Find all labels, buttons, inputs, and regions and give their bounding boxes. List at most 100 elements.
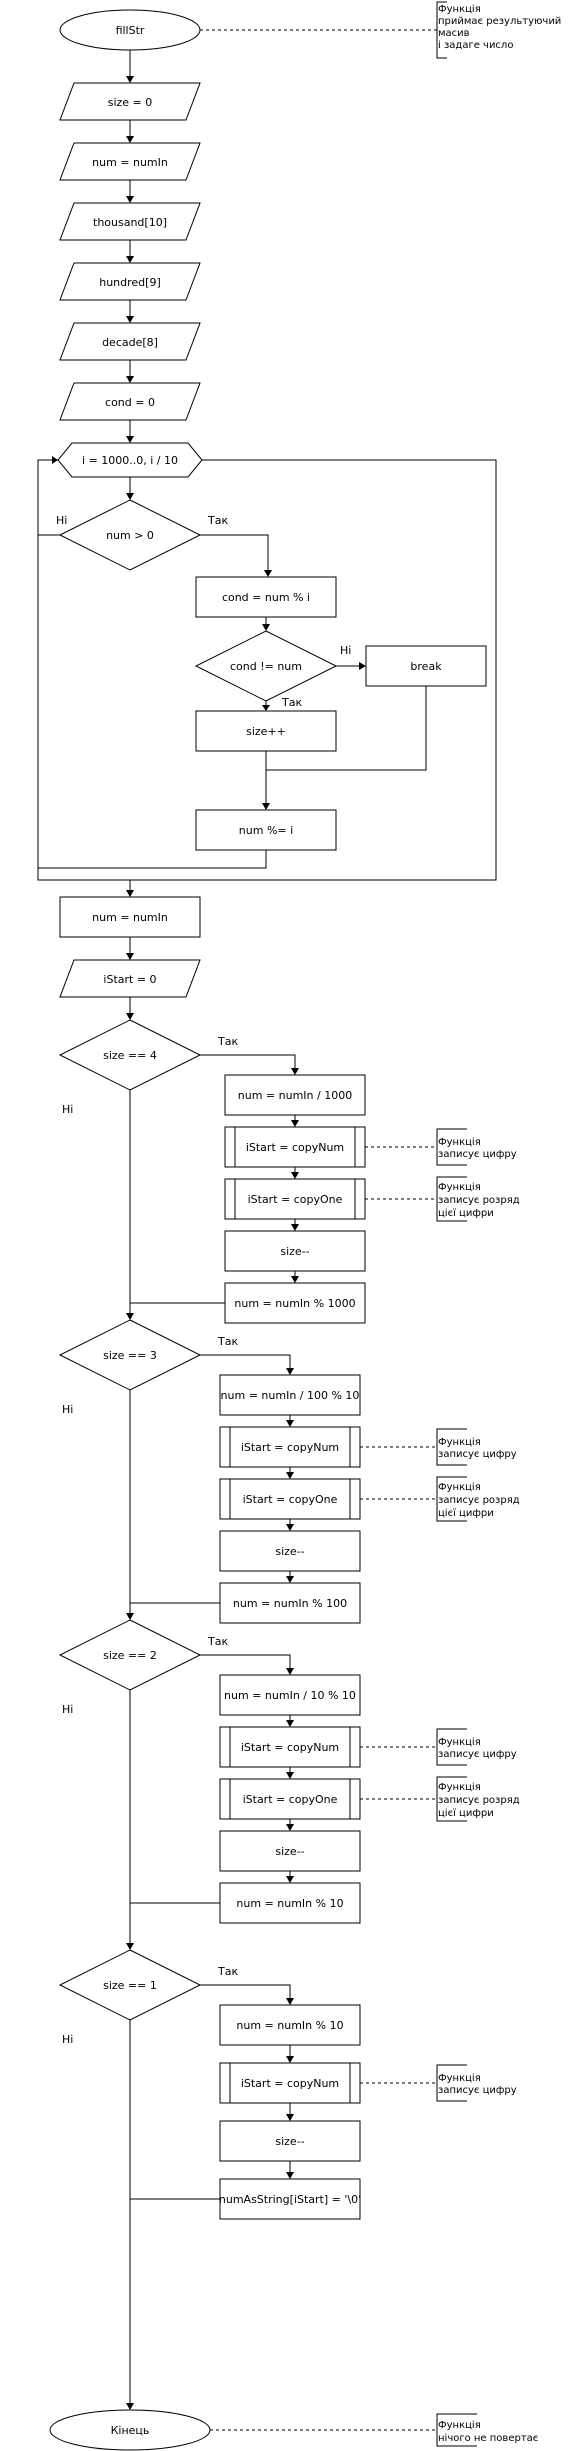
stmt-num-div-100 [219, 1374, 361, 1416]
call-copyone-4[interactable] [224, 1178, 366, 1220]
end-label: Кінець [111, 2424, 150, 2437]
call-copyone-3[interactable] [219, 1478, 361, 1520]
diagram-text: Так [207, 1635, 228, 1648]
arrowhead [286, 1998, 294, 2005]
init-cond [59, 382, 201, 421]
init-num [59, 142, 201, 181]
arrowhead [286, 1668, 294, 1675]
diagram-text: numAsString[iStart] = '\0' [219, 2193, 361, 2206]
stmt-break [365, 645, 487, 687]
diagram-text: num = numIn / 100 % 10 [221, 1389, 360, 1402]
diagram-text: приймає результуючий [438, 16, 561, 27]
diagram-text: записує цифру [438, 1149, 517, 1160]
arrowhead [126, 2403, 134, 2410]
copynum-comment-3: Функція записує цифру [436, 1428, 517, 1466]
call-copynum-2[interactable] [219, 1726, 361, 1768]
diagram-text: size-- [275, 1545, 304, 1558]
arrowhead [286, 2056, 294, 2063]
connector [436, 1428, 467, 1466]
stmt-num-div-1000 [224, 1074, 366, 1116]
init-hundred [59, 262, 201, 301]
call-copynum-3[interactable] [219, 1426, 361, 1468]
arrowhead [291, 1224, 299, 1231]
arrowhead [126, 76, 134, 83]
arrowhead [286, 1876, 294, 1883]
connector [436, 1, 447, 59]
connector [436, 1128, 467, 1166]
copyone-comment-4: Функція записує розряд цієї цифри [436, 1176, 520, 1222]
diagram-text: iStart = copyNum [241, 2077, 339, 2090]
connector [38, 850, 267, 869]
connector [200, 1984, 291, 1998]
diagram-text: num = numIn [92, 156, 168, 169]
stmt-size-dec-2 [219, 1830, 361, 1872]
copyone-comment-3: Функція записує розряд цієї цифри [436, 1476, 520, 1522]
diagram-text: cond = 0 [105, 396, 155, 409]
diagram-text: iStart = 0 [103, 973, 156, 986]
arrowhead [126, 436, 134, 443]
diagram-text: num = numIn % 1000 [234, 1297, 355, 1310]
diagram-text: num = numIn / 10 % 10 [224, 1689, 356, 1702]
diagram-text: size-- [275, 1845, 304, 1858]
arrowhead [286, 1576, 294, 1583]
call-copyone-2[interactable] [219, 1778, 361, 1820]
connector [436, 1176, 467, 1222]
diagram-text: num = numIn / 1000 [238, 1089, 352, 1102]
diagram-text: size == 1 [103, 1979, 157, 1992]
connector [436, 2413, 477, 2447]
call-copynum-4[interactable] [224, 1126, 366, 1168]
diagram-text: break [410, 660, 442, 673]
diagram-text: Функція [438, 2072, 481, 2084]
diagram-text: size++ [246, 725, 286, 738]
diagram-text: size == 4 [103, 1049, 157, 1062]
diagram-text: Ні [62, 2033, 73, 2046]
stmt-size-dec-3 [219, 1530, 361, 1572]
arrowhead [126, 1313, 134, 1320]
arrowhead [52, 456, 58, 464]
diagram-text: записує розряд [438, 1195, 520, 1206]
copynum-comment-2: Функція записує цифру [436, 1728, 517, 1766]
diagram-text: Функція [438, 1481, 481, 1493]
connector [129, 460, 497, 890]
init-decade [59, 322, 201, 361]
arrowhead [286, 2114, 294, 2121]
diagram-text: Функція [438, 1136, 481, 1148]
diagram-text: size-- [275, 2135, 304, 2148]
arrowhead [286, 1772, 294, 1779]
diagram-text: iStart = copyNum [241, 1441, 339, 1454]
diagram-text: num = numIn % 10 [236, 2019, 343, 2032]
stmt-size-dec-4 [224, 1230, 366, 1272]
diagram-text: Функція [438, 3, 481, 15]
start-label: fillStr [116, 24, 145, 37]
arrowhead [126, 256, 134, 263]
arrowhead [291, 1068, 299, 1075]
diagram-text: size = 0 [108, 96, 153, 109]
arrowhead [126, 890, 134, 897]
diagram-text: num = numIn % 10 [236, 1897, 343, 1910]
diagram-text: масив [438, 28, 470, 39]
arrowhead [286, 1368, 294, 1375]
diagram-text: Так [217, 1335, 238, 1348]
diagram-text: Ні [340, 644, 351, 657]
diagram-text: Так [217, 1965, 238, 1978]
diagram-text: цієї цифри [438, 1807, 494, 1819]
arrowhead [126, 136, 134, 143]
diagram-text: hundred[9] [99, 276, 161, 289]
arrowhead [126, 1013, 134, 1020]
stmt-size-dec-1 [219, 2120, 361, 2162]
diagram-text: size == 3 [103, 1349, 157, 1362]
arrowhead [126, 953, 134, 960]
diagram-text: Функція [438, 1781, 481, 1793]
stmt-num-div-10 [219, 1674, 361, 1716]
copynum-comment-4: Функція записує цифру [436, 1128, 517, 1166]
diagram-text: iStart = copyOne [243, 1493, 338, 1506]
connector [200, 1354, 291, 1368]
arrowhead [126, 493, 134, 500]
diagram-text: num = numIn [92, 911, 168, 924]
diagram-text: Ні [56, 514, 67, 527]
arrowhead [126, 196, 134, 203]
diagram-text: iStart = copyNum [246, 1141, 344, 1154]
diagram-text: цієї цифри [438, 1207, 494, 1219]
arrowhead [291, 1276, 299, 1283]
